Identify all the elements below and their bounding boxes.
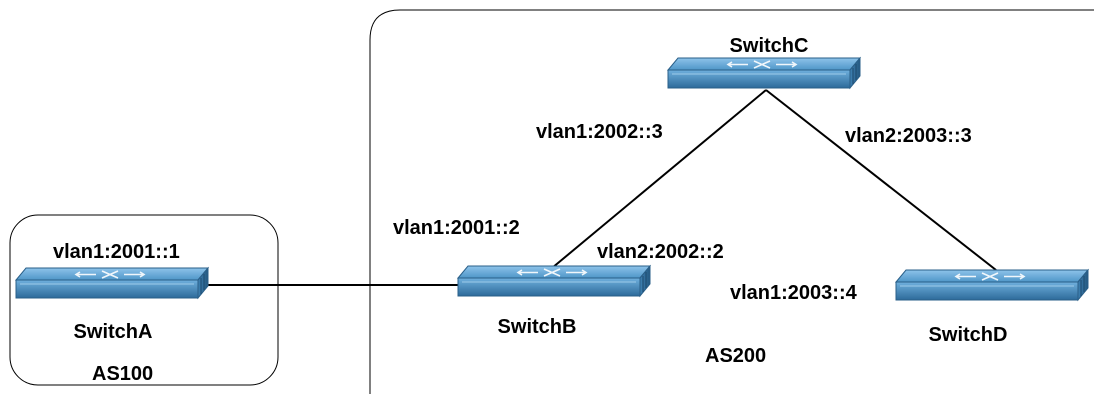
switch-d-icon xyxy=(895,269,1089,301)
switch-b-name: SwitchB xyxy=(497,316,577,338)
as100-label: AS100 xyxy=(92,363,154,385)
as100-boundary xyxy=(9,214,279,386)
switch-d-vlan1-label: vlan1:2003::4 xyxy=(730,282,857,304)
switch-d-name: SwitchD xyxy=(928,324,1008,346)
as200-boundary xyxy=(369,9,1094,394)
as200-label: AS200 xyxy=(705,345,767,367)
switch-a-icon xyxy=(15,267,209,299)
link-switchc-switchd xyxy=(765,89,997,271)
switch-a-name: SwitchA xyxy=(73,321,153,343)
switch-b-vlan2-label: vlan2:2002::2 xyxy=(597,241,724,263)
switch-c-name: SwitchC xyxy=(729,35,809,57)
switch-b-vlan1-label: vlan1:2001::2 xyxy=(393,217,520,239)
switch-a-vlan1-label: vlan1:2001::1 xyxy=(53,241,180,263)
switch-c-vlan2-label: vlan2:2003::3 xyxy=(845,125,972,147)
switch-b-icon xyxy=(457,265,651,297)
link-switchb-switchc xyxy=(551,89,767,269)
switch-c-vlan1-label: vlan1:2002::3 xyxy=(536,121,663,143)
switch-c-icon xyxy=(667,57,861,89)
